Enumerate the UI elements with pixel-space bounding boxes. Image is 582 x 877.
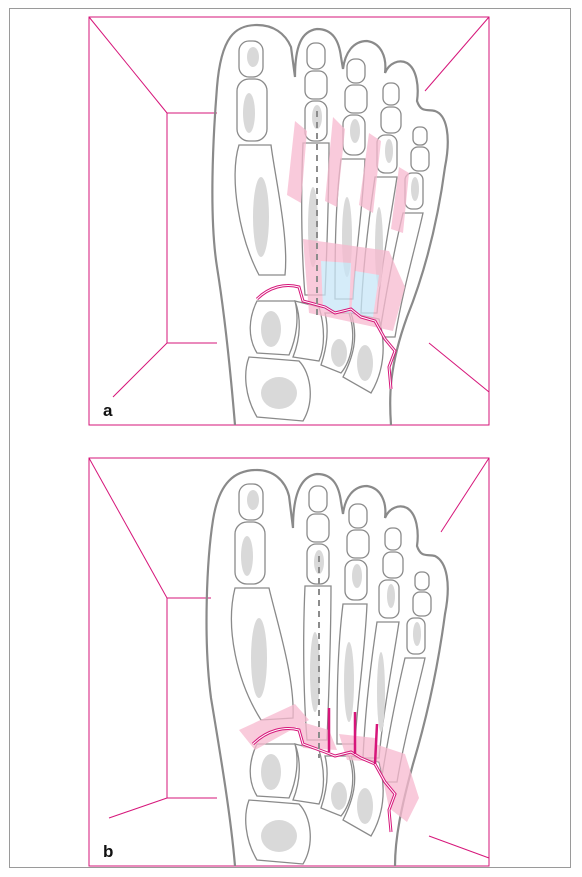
panel-label-a: a [103,402,112,419]
foot-skeleton-diagram-a [89,17,489,425]
foot-xray-panel-b: b [89,458,489,866]
foot-skeleton-diagram-b [89,458,489,866]
foot-xray-panel-a: a [89,17,489,425]
panel-label-b: b [103,843,113,860]
